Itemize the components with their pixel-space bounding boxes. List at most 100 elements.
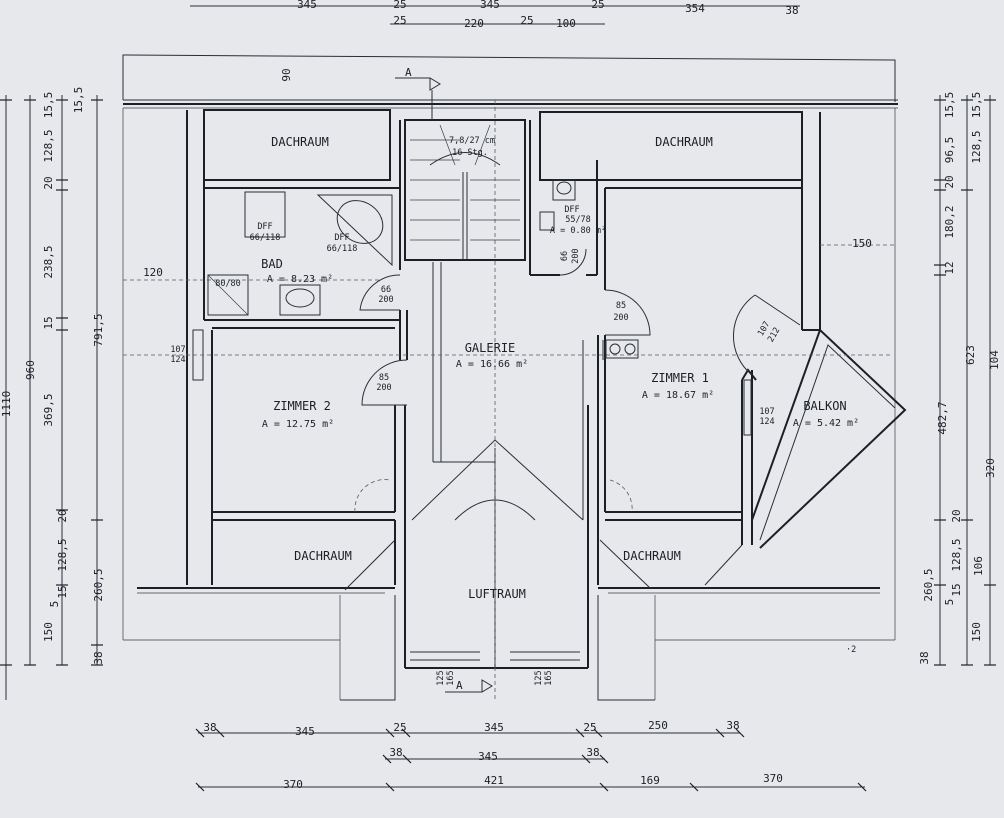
section-marker-bottom: A: [456, 679, 463, 692]
door-swing-zimmer2: [361, 359, 408, 406]
dim-left-3-group: 15,5 128,5 20 238,5 15 369,5 20 128,5 15…: [42, 92, 69, 642]
label-galerie: GALERIE: [465, 341, 516, 355]
dim-bottom3-421: 421: [484, 774, 504, 787]
shower-tray: [207, 274, 249, 316]
section-arrow-top: [395, 77, 441, 91]
door-bad-w: 66: [381, 285, 391, 295]
dim-bottom2-345: 345: [478, 750, 498, 763]
area-balkon: A = 5.42 m²: [793, 418, 859, 429]
dim-bottom3-370b: 370: [763, 772, 783, 785]
dim-left3-2: 20: [42, 176, 55, 189]
door-zimmer2-w: 85: [379, 373, 389, 383]
dim-left3-8: 15: [56, 585, 69, 598]
door-bad-h: 200: [378, 295, 393, 305]
dim-right1-7: 128,5: [950, 538, 963, 571]
dim-top-25d: 25: [393, 14, 406, 27]
label-dachraum-bottom-right: DACHRAUM: [623, 549, 681, 563]
dim-right1-1: 96,5: [943, 137, 956, 164]
dim-left-960: 960: [24, 360, 37, 380]
toilet-bowl: [556, 181, 572, 195]
gable-right: [597, 595, 655, 701]
win-bottom-right-w: 125: [534, 670, 544, 685]
dim-top-345a: 345: [297, 0, 317, 11]
dim-bottom1-345b: 345: [484, 721, 504, 734]
dff-wc-l3: A = 0.80 m²: [550, 226, 606, 236]
dim-right1-0: 15,5: [943, 92, 956, 119]
sink-bowl: [285, 288, 315, 308]
dim-left-1110: 1110: [0, 391, 13, 418]
dim-right1-9: 5: [943, 599, 956, 606]
door-wc-h: 200: [571, 248, 581, 263]
dim-left4-1: 791,5: [92, 313, 105, 346]
dim-left3-6: 20: [56, 509, 69, 522]
area-zimmer2: A = 12.75 m²: [262, 419, 334, 430]
bathtub: [316, 194, 393, 267]
label-dachraum-top-left: DACHRAUM: [271, 135, 329, 149]
win-zimmer1-h: 124: [759, 417, 774, 427]
door-galerie-right-w: 85: [616, 301, 626, 311]
dim-right2-2: 623: [964, 345, 977, 365]
door-dachraum-br: [609, 479, 633, 513]
dachraum-br-diag: [599, 539, 651, 589]
door-zimmer2-h: 200: [376, 383, 391, 393]
dim-bottom1-25b: 25: [583, 721, 596, 734]
balkon-inner: [759, 344, 896, 541]
wc-basin: [539, 211, 555, 231]
label-dachraum-top-right: DACHRAUM: [655, 135, 713, 149]
dim-bottom3-169: 169: [640, 774, 660, 787]
dim-bottom3-370a: 370: [283, 778, 303, 791]
dim-right1-11: 38: [918, 651, 931, 664]
dim-top-100: 100: [556, 17, 576, 30]
dff-bad-2-l2: 66/118: [327, 244, 358, 254]
dim-right1-6: 20: [950, 509, 963, 522]
dim-top-25c: 25: [520, 14, 533, 27]
win-bottom-left-h: 165: [446, 670, 456, 685]
dim-right-ticks: [934, 99, 996, 666]
dim-right3-0: 104: [988, 350, 1001, 370]
cooktop-burner-1: [609, 343, 621, 355]
dim-left3-5: 369,5: [42, 393, 55, 426]
corner-mark: ·2: [846, 645, 856, 655]
dim-top-25a: 25: [393, 0, 406, 11]
dim-bottom1-25a: 25: [393, 721, 406, 734]
door-swing-balkon: [732, 294, 756, 376]
dim-bottom1-345a: 345: [295, 725, 315, 738]
win-zimmer1-w: 107: [759, 407, 774, 417]
cooktop: [605, 339, 639, 359]
dim-top-354: 354: [685, 2, 705, 15]
dff-bad-1-l1: DFF: [257, 222, 272, 232]
win-zimmer2-w: 107: [170, 345, 185, 355]
zimmer1-window-nib: [741, 368, 757, 381]
dim-150: 150: [852, 237, 872, 250]
stair-box: [404, 119, 526, 261]
door-swing-wc: [559, 248, 587, 276]
label-luftraum: LUFTRAUM: [468, 587, 526, 601]
dim-bottom1-38b: 38: [726, 719, 739, 732]
label-zimmer2: ZIMMER 2: [273, 399, 331, 413]
dim-right-1-group: 15,5 96,5 20 180,2 12 482,7 20 128,5 15 …: [918, 92, 983, 665]
dim-top-345b: 345: [480, 0, 500, 11]
win-zimmer2-h: 124: [170, 355, 185, 365]
dim-left4-3: 38: [92, 651, 105, 664]
dim-bottom1-38a: 38: [203, 721, 216, 734]
dim-right1-8: 15: [950, 583, 963, 596]
dim-90: 90: [280, 68, 293, 81]
dim-bottom2-38b: 38: [586, 746, 599, 759]
dff-bad-1-l2: 66/118: [250, 233, 281, 243]
label-zimmer1: ZIMMER 1: [651, 371, 709, 385]
dim-top-220: 220: [464, 17, 484, 30]
dim-left3-3: 238,5: [42, 245, 55, 278]
dim-left-ticks: [0, 99, 103, 666]
dim-right-2-group: 15,5 128,5 623 260,5 106: [922, 92, 985, 602]
door-swing-zimmer1: [604, 289, 651, 336]
dim-left3-7: 128,5: [56, 538, 69, 571]
dim-top-38: 38: [785, 4, 798, 17]
dim-left4-0: 15,5: [72, 87, 85, 114]
label-bad: BAD: [261, 257, 283, 271]
shower-diag: [207, 274, 249, 316]
dim-right-3-group: 104 320: [984, 350, 1001, 478]
dim-left3-10: 150: [42, 622, 55, 642]
gable-left: [340, 595, 396, 701]
